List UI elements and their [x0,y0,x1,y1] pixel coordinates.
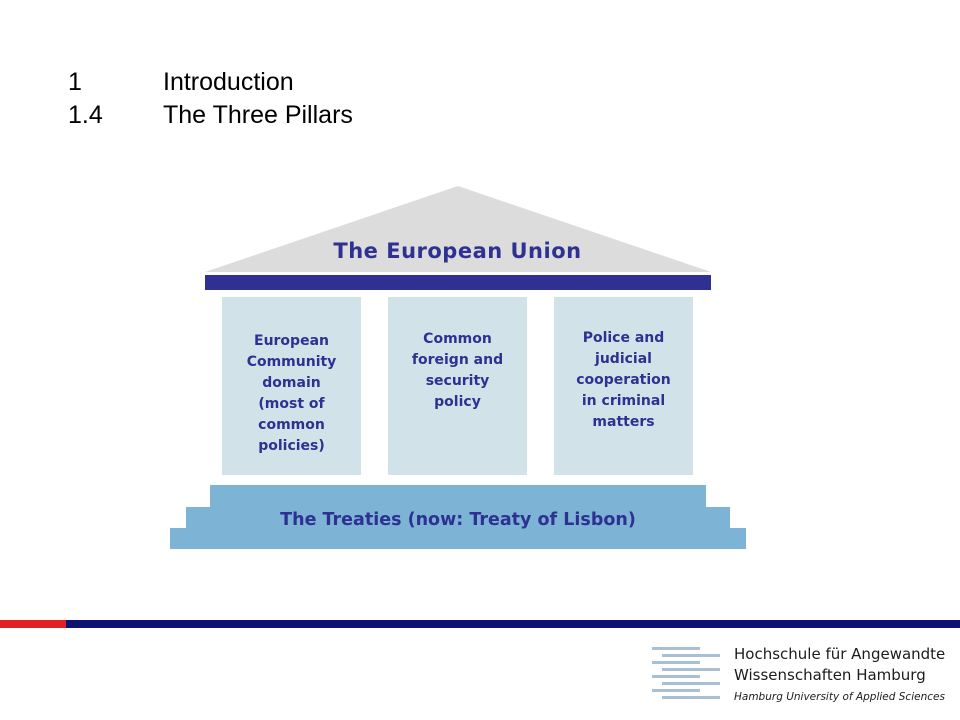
temple-roof [205,186,711,272]
pillar-line: security [425,373,490,389]
pillar-line: cooperation [576,372,671,388]
foundation-label: The Treaties (now: Treaty of Lisbon) [280,510,636,530]
foundation-step-top [210,485,706,509]
pillar-line: policies) [258,438,325,454]
pillar-line: policy [434,394,481,410]
pillar-line: Community [246,354,337,370]
footer-accent-red [0,620,66,628]
pillar-line: domain [262,375,321,391]
pillar-label: European Community domain (most of commo… [222,331,361,457]
pillar-line: judicial [595,351,652,367]
pillar-line: Police and [582,330,665,346]
institution-line-2: Wissenschaften Hamburg [734,666,926,684]
pillar-label: Police and judicial cooperation in crimi… [554,328,693,433]
institution-name: Hochschule für Angewandte Wissenschaften… [734,644,945,706]
chapter-title: Introduction [163,68,294,96]
temple-architrave [205,275,711,290]
institution-line-3: Hamburg University of Applied Sciences [734,691,945,703]
foundation-step-middle [186,507,730,530]
pillar-line: matters [592,414,655,430]
pillar-line: Common [423,331,492,347]
institution-line-1: Hochschule für Angewandte [734,645,946,663]
pillar-line: European [254,333,329,349]
foundation-step-bottom [170,528,746,549]
chapter-number: 1 [68,68,82,96]
pillar-foreign-security-policy: Common foreign and security policy [388,297,527,475]
section-number: 1.4 [68,101,103,129]
pillar-label: Common foreign and security policy [388,329,527,413]
pillar-line: (most of [258,396,325,412]
pillar-police-judicial-cooperation: Police and judicial cooperation in crimi… [554,297,693,475]
footer-accent-navy [66,620,960,628]
haw-logo-icon [652,647,720,699]
section-title: The Three Pillars [163,101,353,129]
chapter-heading: 1 Introduction [68,66,353,99]
pillar-line: in criminal [581,393,666,409]
roof-label: The European Union [333,239,582,263]
slide-heading: 1 Introduction 1.4 The Three Pillars [68,66,353,132]
pillar-line: foreign and [411,352,504,368]
pillar-line: common [258,417,325,433]
section-heading: 1.4 The Three Pillars [68,99,353,132]
pillar-european-community: European Community domain (most of commo… [222,297,361,475]
